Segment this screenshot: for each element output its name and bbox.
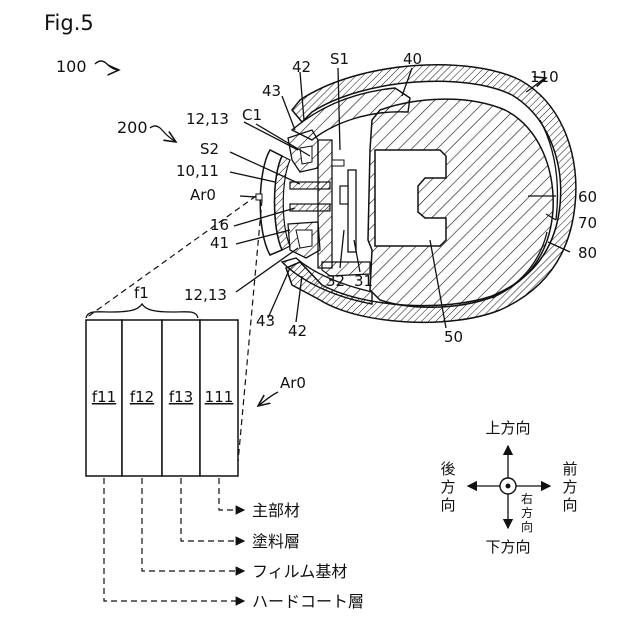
ref-1213a-label: 12,13: [186, 110, 229, 128]
direction-back-1: 後: [440, 460, 455, 478]
direction-right-2: 方: [521, 505, 533, 520]
direction-front-2: 方: [562, 478, 577, 496]
legend-arrow-film-base: [142, 478, 244, 571]
legend-arrow-paint-layer: [181, 478, 244, 541]
ref-43a-label: 43: [262, 82, 281, 100]
chip-32: [340, 186, 348, 204]
ref-c1-label: C1: [242, 106, 262, 124]
legend-arrow-main-member: [219, 478, 244, 510]
ref-32-label: 32: [326, 272, 345, 290]
ref-1213b-label: 12,13: [184, 286, 227, 304]
layer-stack: f11 f12 f13 111: [86, 320, 238, 476]
ref-43b-label: 43: [256, 312, 275, 330]
ar0b-leader: [258, 392, 278, 406]
leader-ar0a: [240, 196, 256, 197]
legend-paint-layer: 塗料層: [252, 532, 300, 551]
direction-right-3: 向: [521, 519, 533, 534]
ref-16-label: 16: [210, 216, 229, 234]
ref-s1-label: S1: [330, 50, 349, 68]
direction-down-label: 下方向: [485, 538, 530, 556]
ref-80-label: 80: [578, 244, 597, 262]
ref-31-label: 31: [354, 272, 373, 290]
direction-back-3: 向: [440, 496, 455, 514]
ref-200-leader: [150, 126, 176, 142]
legend-hard-coat: ハードコート層: [252, 592, 364, 611]
ref-40-label: 40: [403, 50, 422, 68]
post-40: [318, 140, 332, 268]
layer-111-label: 111: [205, 388, 234, 406]
post-tab-upper: [332, 160, 344, 166]
ref-70-label: 70: [578, 214, 597, 232]
ar0-marker-box: [256, 194, 262, 200]
ref-42a-label: 42: [292, 58, 311, 76]
direction-compass: 上方向 下方向 後 方 向 前 方 向 右 方 向: [440, 419, 577, 556]
zoom-line-left: [86, 196, 256, 318]
f1-brace: [86, 304, 198, 318]
ref-110-label: 110: [530, 68, 559, 86]
ref-60-label: 60: [578, 188, 597, 206]
leader-43a: [282, 96, 295, 130]
figure-title: Fig.5: [44, 11, 94, 35]
ref-100-label: 100: [56, 57, 87, 76]
ref-200-label: 200: [117, 118, 148, 137]
clip-c1-window: [300, 146, 312, 164]
direction-back-2: 方: [440, 478, 455, 496]
ref-50-label: 50: [444, 328, 463, 346]
layer-f12-label: f12: [130, 388, 154, 406]
direction-front-1: 前: [562, 460, 577, 478]
leader-43b: [268, 268, 290, 318]
ref-42b-label: 42: [288, 322, 307, 340]
ref-41-label: 41: [210, 234, 229, 252]
leader-1213a: [244, 122, 298, 150]
legend-film-base: フィルム基材: [252, 562, 347, 581]
ref-ar0b-label: Ar0: [280, 374, 306, 392]
legend-main-member: 主部材: [252, 501, 300, 520]
layer-legend: 主部材 塗料層 フィルム基材 ハードコート層: [104, 478, 364, 611]
ref-s2-label: S2: [200, 140, 219, 158]
right-direction-dot: [506, 484, 511, 489]
ref-ar0a-label: Ar0: [190, 186, 216, 204]
direction-front-3: 向: [562, 496, 577, 514]
ref-100-leader: [95, 61, 119, 70]
device-cross-section: [256, 65, 576, 323]
layer-f13-label: f13: [169, 388, 193, 406]
board-31: [348, 170, 356, 252]
ref-1011-label: 10,11: [176, 162, 219, 180]
direction-up-label: 上方向: [485, 419, 530, 437]
zoom-line-right: [238, 200, 262, 462]
direction-right-1: 右: [521, 491, 533, 506]
legend-arrow-hard-coat: [104, 478, 244, 601]
layer-f11-label: f11: [92, 388, 116, 406]
layer-group-f1-label: f1: [134, 284, 149, 302]
